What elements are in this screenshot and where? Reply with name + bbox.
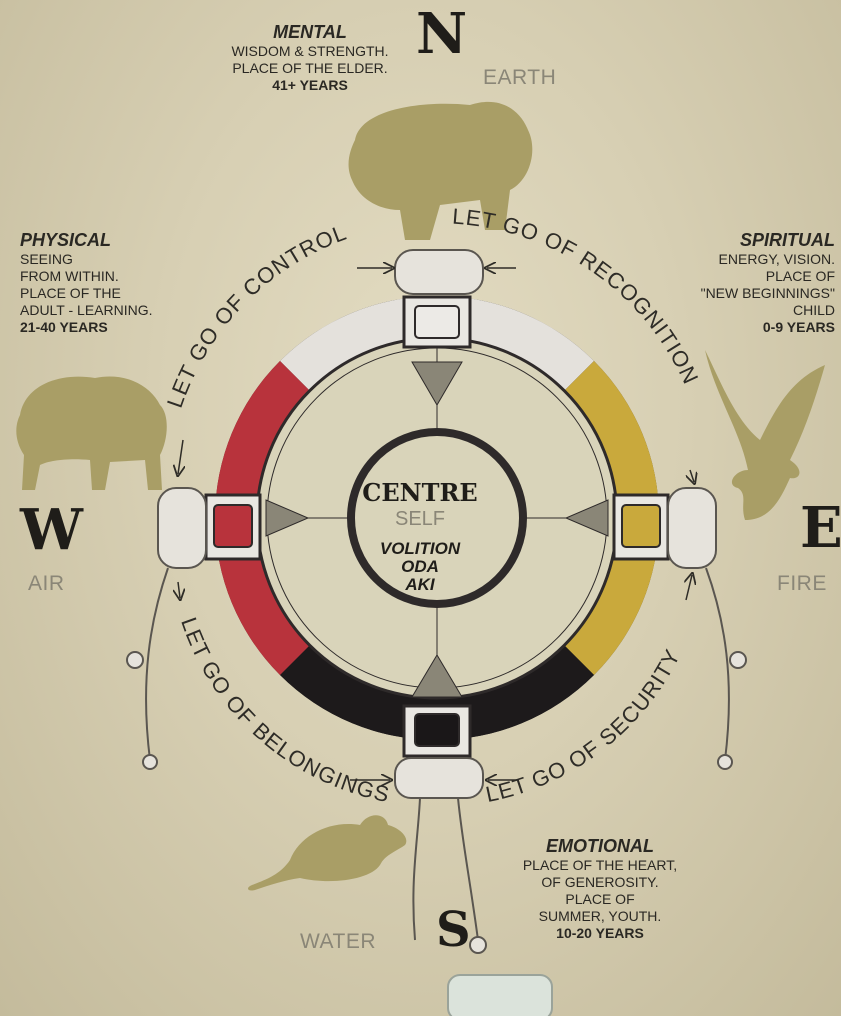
element-air: AIR [28, 572, 65, 596]
compass-west: W [20, 502, 83, 558]
centre-title: CENTRE [360, 478, 480, 507]
spiritual-line1: ENERGY, VISION. [640, 251, 835, 268]
compass-east: E [800, 500, 841, 556]
spiritual-block: SPIRITUAL ENERGY, VISION. PLACE OF "NEW … [640, 230, 835, 336]
west-window [214, 505, 252, 547]
spiritual-line2: PLACE OF [640, 268, 835, 285]
spiritual-line4: CHILD [640, 302, 835, 319]
centre-aki: AKI [360, 576, 480, 594]
mental-line1: WISDOM & STRENGTH. [205, 43, 415, 60]
east-window [622, 505, 660, 547]
physical-line2: FROM WITHIN. [20, 268, 200, 285]
centre-oda: ODA [360, 558, 480, 576]
physical-line1: SEEING [20, 251, 200, 268]
mental-block: MENTAL WISDOM & STRENGTH. PLACE OF THE E… [205, 22, 415, 94]
physical-line4: ADULT - LEARNING. [20, 302, 200, 319]
centre-lines: VOLITION ODA AKI [360, 540, 480, 594]
spiritual-line3: "NEW BEGINNINGS" [640, 285, 835, 302]
spiritual-years: 0-9 YEARS [640, 319, 835, 336]
emotional-line3: PLACE OF [500, 891, 700, 908]
physical-heading: PHYSICAL [20, 230, 200, 251]
centre-self: SELF [360, 508, 480, 531]
jar [448, 975, 552, 1016]
physical-years: 21-40 YEARS [20, 319, 200, 336]
emotional-line2: OF GENEROSITY. [500, 874, 700, 891]
north-window [415, 306, 459, 338]
spiritual-heading: SPIRITUAL [640, 230, 835, 251]
south-window [415, 714, 459, 746]
element-water: WATER [300, 930, 376, 954]
emotional-line4: SUMMER, YOUTH. [500, 908, 700, 925]
compass-south: S [436, 906, 471, 954]
emotional-years: 10-20 YEARS [500, 925, 700, 942]
physical-line3: PLACE OF THE [20, 285, 200, 302]
element-earth: EARTH [483, 66, 556, 90]
mental-line2: PLACE OF THE ELDER. [205, 60, 415, 77]
compass-north: N [416, 6, 467, 62]
emotional-heading: EMOTIONAL [500, 836, 700, 857]
buffalo-silhouette [16, 377, 166, 490]
centre-volition: VOLITION [360, 540, 480, 558]
physical-block: PHYSICAL SEEING FROM WITHIN. PLACE OF TH… [20, 230, 200, 336]
element-fire: FIRE [777, 572, 827, 596]
emotional-line1: PLACE OF THE HEART, [500, 857, 700, 874]
mental-years: 41+ YEARS [205, 77, 415, 94]
emotional-block: EMOTIONAL PLACE OF THE HEART, OF GENEROS… [500, 836, 700, 942]
mouse-silhouette [248, 815, 406, 890]
mental-heading: MENTAL [205, 22, 415, 43]
